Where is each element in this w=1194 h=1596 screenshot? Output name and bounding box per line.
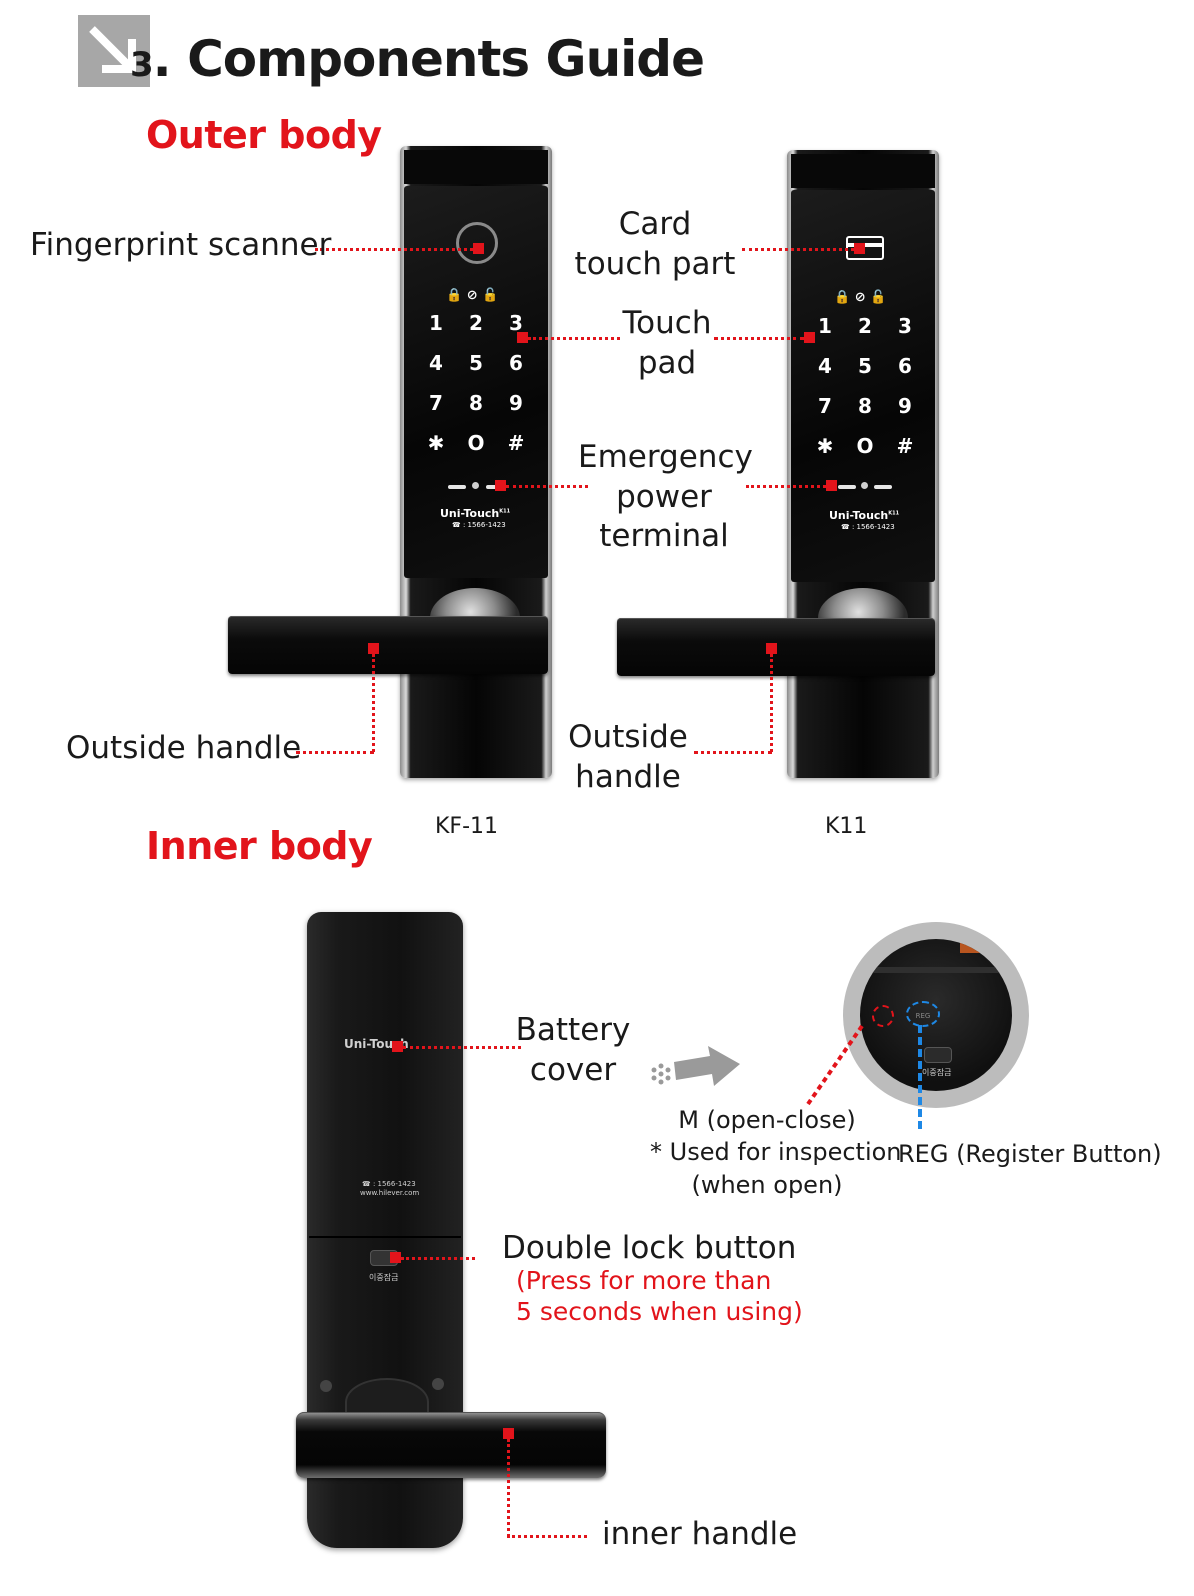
kf11-brand: Uni-TouchK11 <box>440 507 511 520</box>
outside-handle-marker-left <box>368 643 379 654</box>
inner-website: www.hilever.com <box>360 1189 420 1197</box>
k11-top-cap <box>791 154 935 188</box>
emergency-marker-left <box>495 480 506 491</box>
k11-emergency-right-slot <box>874 485 892 489</box>
zoom-detail-inner: REG 이중잠금 <box>860 939 1012 1091</box>
k11-keypad-panel <box>791 190 935 582</box>
keypad-key[interactable]: 5 <box>469 351 483 375</box>
emergency-leader-right <box>746 485 826 488</box>
outside-handle-leader-right-v <box>770 654 773 752</box>
inner-body-heading: Inner body <box>146 824 373 868</box>
keypad-key[interactable]: 6 <box>898 354 912 378</box>
keypad-key[interactable]: 9 <box>509 391 523 415</box>
keypad-key[interactable]: # <box>507 431 525 455</box>
keypad-key[interactable]: 3 <box>898 314 912 338</box>
model-label-k11: K11 <box>825 814 868 839</box>
emergency-leader-left <box>506 485 588 488</box>
battery-cover-marker <box>392 1041 403 1052</box>
outside-handle-leader-right-h <box>694 751 772 754</box>
keypad-key[interactable]: 6 <box>509 351 523 375</box>
m-button-icon[interactable] <box>872 1005 894 1027</box>
outside-handle-leader-left-h <box>296 751 374 754</box>
k11-phone: ☎ : 1566-1423 <box>841 523 895 531</box>
page-title: 3. Components Guide <box>130 30 705 88</box>
fingerprint-scanner-label: Fingerprint scanner <box>30 227 332 263</box>
emergency-terminal-left-slot <box>448 485 466 489</box>
kf11-phone: ☎ : 1566-1423 <box>452 521 506 529</box>
title-text: . Components Guide <box>152 30 705 88</box>
keypad-key[interactable]: 8 <box>469 391 483 415</box>
lock-status-icons: 🔒 ⊘ 🔓 <box>446 288 499 303</box>
touch-pad-leader-left <box>528 337 620 340</box>
keypad-key[interactable]: 3 <box>509 311 523 335</box>
keypad-key[interactable]: 2 <box>469 311 483 335</box>
reg-leader <box>918 1025 922 1129</box>
keypad-key[interactable]: O <box>467 431 485 455</box>
inner-phone: ☎ : 1566-1423 <box>362 1180 416 1188</box>
outer-body-heading: Outer body <box>146 113 382 157</box>
keypad-key[interactable]: ✱ <box>427 431 445 455</box>
inner-handle-marker <box>503 1428 514 1439</box>
screw-right <box>432 1378 444 1390</box>
zoom-arrow-icon <box>651 1046 740 1086</box>
keypad-key[interactable]: 5 <box>858 354 872 378</box>
section-number: 3 <box>130 45 154 85</box>
emergency-marker-right <box>826 480 837 491</box>
keypad-key[interactable]: 2 <box>858 314 872 338</box>
outside-handle-label-left: Outside handle <box>66 730 302 766</box>
double-lock-leader <box>401 1257 475 1260</box>
k11-emergency-left-slot <box>838 485 856 489</box>
fingerprint-leader <box>315 248 473 251</box>
keypad-key[interactable]: 8 <box>858 394 872 418</box>
battery-cover-seam <box>309 1236 461 1238</box>
card-touch-marker <box>854 243 865 254</box>
keypad-key[interactable]: 9 <box>898 394 912 418</box>
keypad-key[interactable]: 7 <box>818 394 832 418</box>
inner-handle-leader-v <box>507 1439 510 1537</box>
outside-handle-marker-right <box>766 643 777 654</box>
reg-button-label: REG (Register Button) <box>898 1140 1162 1168</box>
inner-handle <box>296 1412 606 1478</box>
k11-brand: Uni-TouchK11 <box>829 509 900 522</box>
emergency-terminal-dot <box>472 482 479 489</box>
keypad-key[interactable]: # <box>896 434 914 458</box>
keypad-key[interactable]: 4 <box>429 351 443 375</box>
double-lock-caption: 이중잠금 <box>369 1273 399 1282</box>
m-leader <box>806 1024 864 1106</box>
keypad-key[interactable]: 1 <box>429 311 443 335</box>
m-open-close-label: M (open-close) * Used for inspection (wh… <box>650 1106 902 1199</box>
keypad-key[interactable]: 4 <box>818 354 832 378</box>
inner-handle-label: inner handle <box>602 1516 798 1552</box>
fingerprint-marker <box>473 243 484 254</box>
touch-pad-marker-left <box>517 332 528 343</box>
keypad-key[interactable]: 7 <box>429 391 443 415</box>
double-lock-marker <box>390 1252 401 1263</box>
keypad-key[interactable]: O <box>856 434 874 458</box>
touch-pad-marker-right <box>804 332 815 343</box>
section-arrow-icon <box>78 15 150 87</box>
kf11-top-cap <box>404 150 548 184</box>
fingerprint-scanner-icon <box>456 222 498 264</box>
screw-left <box>320 1380 332 1392</box>
reg-button-icon[interactable]: REG <box>906 1001 940 1027</box>
k11-lock-status-icons: 🔒 ⊘ 🔓 <box>834 290 887 305</box>
card-touch-leader <box>742 248 854 251</box>
model-label-kf11: KF-11 <box>435 814 499 839</box>
outside-handle-leader-left-v <box>372 654 375 752</box>
double-lock-label: Double lock button <box>502 1230 797 1266</box>
keypad-key[interactable]: 1 <box>818 314 832 338</box>
keypad-key[interactable]: ✱ <box>816 434 834 458</box>
zoom-button-caption: 이중잠금 <box>922 1068 952 1077</box>
touch-pad-leader-right <box>714 337 804 340</box>
inner-handle-leader-h <box>507 1535 587 1538</box>
kf11-outside-handle <box>228 616 548 674</box>
k11-emergency-dot <box>861 482 868 489</box>
battery-cover-leader <box>403 1046 521 1049</box>
